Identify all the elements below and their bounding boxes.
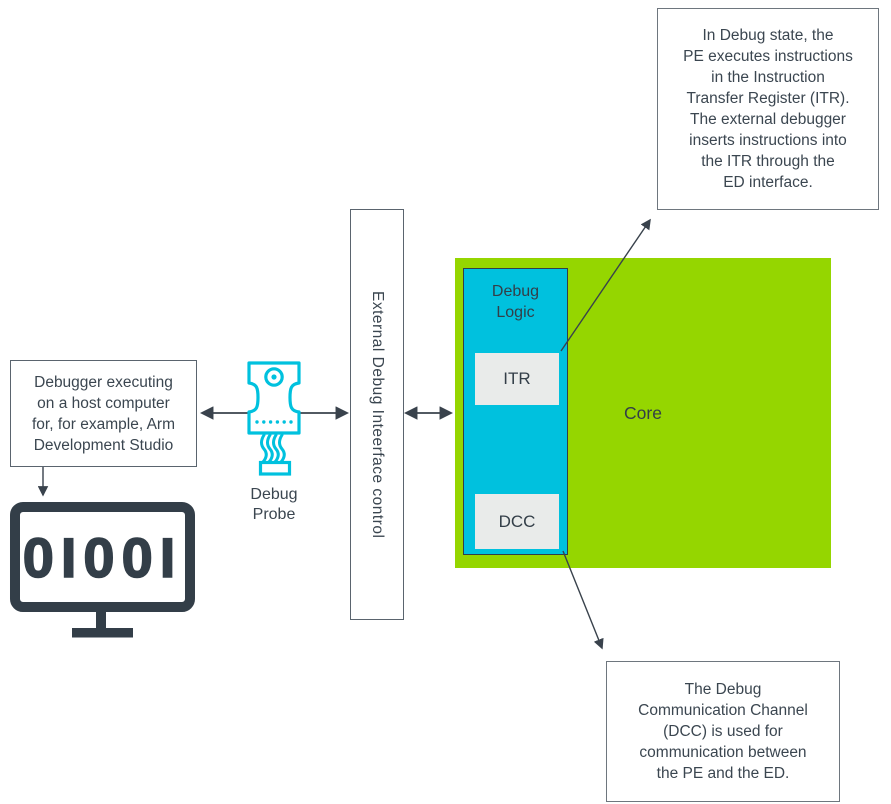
annotation-dcc-note: The Debug Communication Channel (DCC) is… (606, 661, 840, 802)
annotation-itr-note: In Debug state, the PE executes instruct… (657, 8, 879, 210)
probe-cable-wires (260, 433, 286, 464)
dcc-register-box: DCC (475, 494, 559, 549)
probe-connector (258, 460, 292, 476)
annotation-itr-note-text: In Debug state, the PE executes instruct… (683, 27, 853, 191)
debug-logic-box: Debug Logic ITR DCC (463, 268, 568, 555)
probe-button-dot (271, 374, 277, 380)
annotation-dcc-note-text: The Debug Communication Channel (DCC) is… (638, 681, 808, 782)
itr-label: ITR (503, 369, 531, 388)
monitor-screen (10, 502, 195, 612)
debug-logic-label: Debug Logic (491, 283, 540, 321)
probe-body (247, 361, 301, 435)
edi-control-box: External Debug Inteerface control (350, 209, 404, 620)
host-debugger-label: Debugger executing on a host computer fo… (32, 373, 175, 454)
probe-pin-dots (255, 420, 293, 424)
monitor-stand-base (72, 628, 133, 638)
debug-probe-label: Debug Probe (250, 486, 298, 523)
host-debugger-box: Debugger executing on a host computer fo… (10, 360, 197, 467)
debug-probe-icon (247, 361, 301, 476)
edi-control-label: External Debug Inteerface control (369, 290, 386, 539)
dcc-label: DCC (498, 511, 536, 531)
host-computer-monitor-icon: 0I00I (10, 502, 195, 638)
monitor-stand-pole (96, 610, 106, 630)
core-box: Core Debug Logic ITR DCC (455, 258, 831, 568)
itr-register-box: ITR (475, 353, 559, 405)
monitor-binary-text: 0I00I (23, 526, 183, 589)
